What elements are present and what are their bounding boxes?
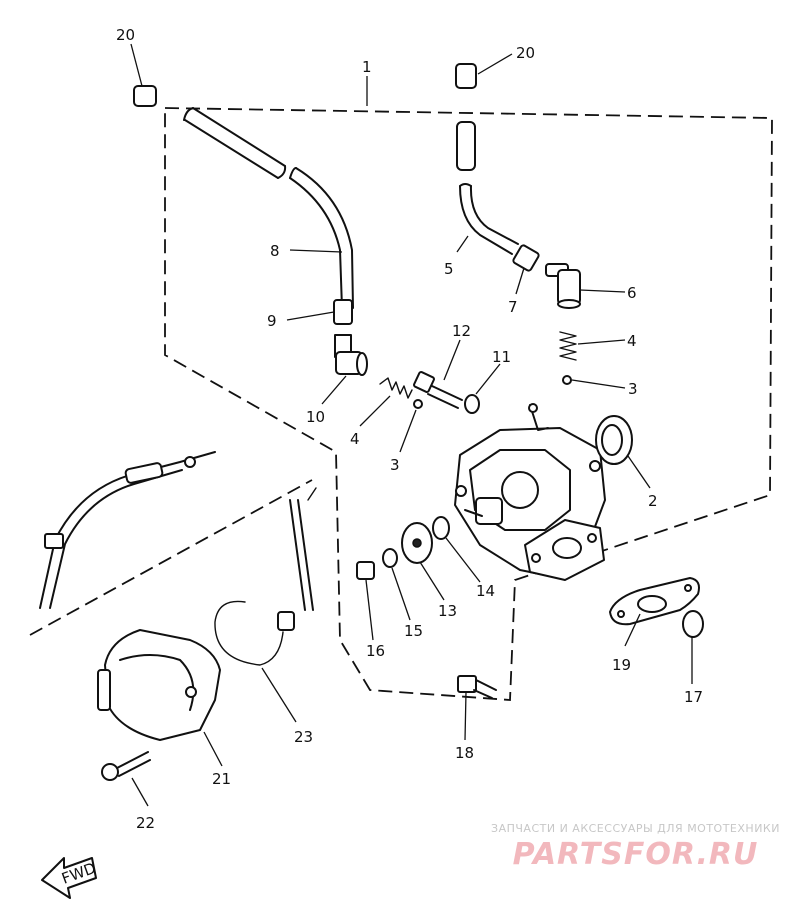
watermark-caption: ЗАПЧАСТИ И АКСЕССУАРЫ ДЛЯ МОТОТЕХНИКИ	[491, 822, 780, 835]
clamp-7	[512, 244, 540, 272]
ball-3-right	[562, 375, 572, 385]
collar-20-left	[133, 85, 157, 107]
callout-19: 19	[612, 656, 631, 674]
oil-pump-body	[454, 403, 606, 581]
nut-16	[356, 561, 375, 580]
pump-cable	[39, 451, 216, 609]
washer-11	[464, 394, 480, 414]
callout-6: 6	[627, 284, 637, 302]
callout-7: 7	[508, 298, 518, 316]
spring-4-left	[379, 377, 413, 399]
assembly-boundary	[164, 107, 773, 701]
fitting-10	[334, 334, 368, 376]
callout-8: 8	[270, 242, 280, 260]
washer-14	[432, 516, 450, 540]
lead-wire-23	[214, 487, 317, 666]
hose-5	[456, 121, 519, 255]
leader-lines	[130, 43, 693, 807]
callout-20-left: 20	[116, 26, 135, 44]
watermark: ЗАПЧАСТИ И АКСЕССУАРЫ ДЛЯ МОТОТЕХНИКИ PA…	[478, 822, 793, 872]
callout-18: 18	[455, 744, 474, 762]
callout-20-right: 20	[516, 44, 535, 62]
gasket-19	[609, 577, 700, 626]
hose-8	[183, 107, 354, 309]
oil-seal-2	[595, 415, 633, 465]
callout-21: 21	[212, 770, 231, 788]
bolt-18	[457, 675, 497, 699]
callout-17: 17	[684, 688, 703, 706]
seal-17	[682, 610, 704, 638]
spring-4-right	[559, 331, 577, 361]
washer-15	[382, 548, 398, 568]
callout-9: 9	[267, 312, 277, 330]
callout-4-right: 4	[627, 332, 637, 350]
callout-13: 13	[438, 602, 457, 620]
pump-cover-21	[97, 629, 221, 741]
callout-22: 22	[136, 814, 155, 832]
callout-14: 14	[476, 582, 495, 600]
callout-2: 2	[648, 492, 658, 510]
callout-16: 16	[366, 642, 385, 660]
callout-11: 11	[492, 348, 511, 366]
callout-1: 1	[362, 58, 372, 76]
callout-4-left: 4	[350, 430, 360, 448]
callout-3-right: 3	[628, 380, 638, 398]
callout-15: 15	[404, 622, 423, 640]
ball-3-left	[413, 399, 423, 409]
lower-boundary	[29, 479, 313, 636]
callout-12: 12	[452, 322, 471, 340]
screw-22	[101, 751, 151, 781]
callout-5: 5	[444, 260, 454, 278]
plate-13-hole	[412, 538, 422, 548]
fwd-arrow-icon: FWD	[41, 857, 98, 899]
bolt-12	[413, 371, 463, 409]
callout-10: 10	[306, 408, 325, 426]
collar-20-right	[455, 63, 477, 89]
clamp-9	[333, 299, 353, 325]
callout-3-left: 3	[390, 456, 400, 474]
watermark-brand: PARTSFOR.RU	[512, 837, 759, 872]
fitting-6	[545, 263, 581, 309]
callout-23: 23	[294, 728, 313, 746]
